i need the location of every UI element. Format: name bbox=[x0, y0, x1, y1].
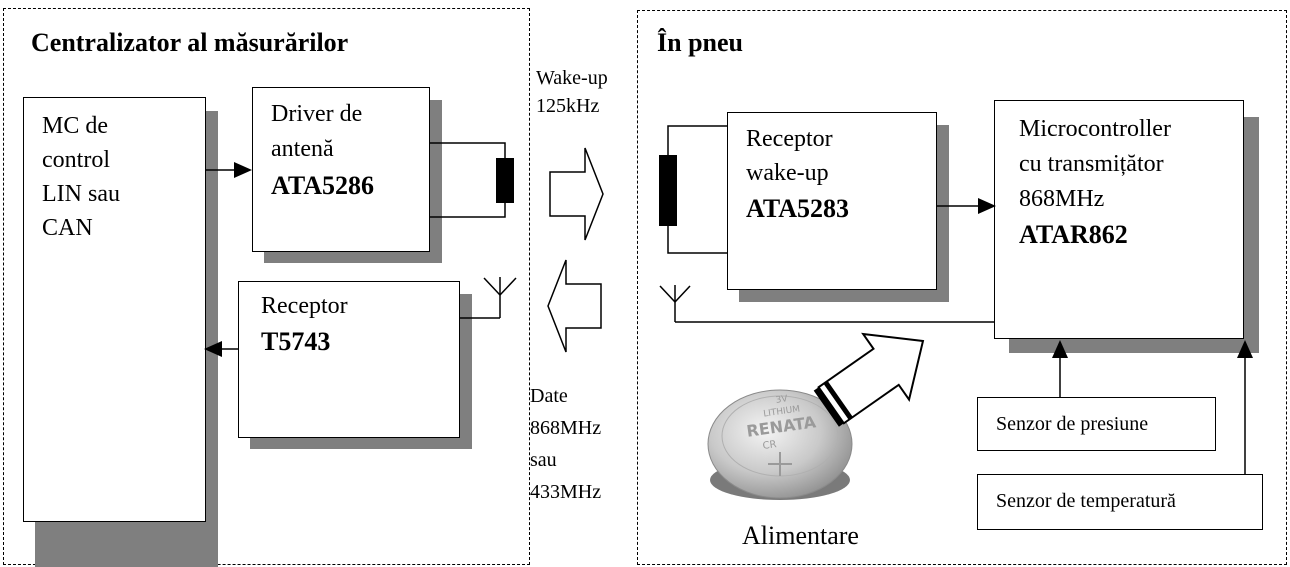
pressure-sensor-arrow bbox=[1052, 340, 1068, 397]
temperature-sensor-box: Senzor de temperatură bbox=[977, 474, 1263, 530]
mc-to-driver-arrow bbox=[206, 162, 252, 178]
mc-box-line4: CAN bbox=[42, 215, 93, 241]
right-region bbox=[637, 10, 1287, 565]
receptor-wakeup-box: Receptor wake-up ATA5283 bbox=[727, 112, 937, 290]
receptor-left-box-part: T5743 bbox=[261, 327, 331, 356]
receptor-to-mc-arrow bbox=[204, 341, 238, 357]
mc-box-line3: LIN sau bbox=[42, 181, 120, 207]
receptor-wakeup-box-line1: Receptor bbox=[746, 126, 833, 152]
left-region bbox=[3, 8, 530, 565]
wakeup-transmit-arrow bbox=[549, 147, 604, 241]
right-region-title: În pneu bbox=[657, 28, 743, 57]
driver-box-part: ATA5286 bbox=[271, 171, 375, 200]
data-label: Date 868MHz sau 433MHz bbox=[530, 380, 601, 508]
temperature-sensor-arrow bbox=[1237, 340, 1253, 474]
receptor-left-box-line1: Receptor bbox=[261, 293, 348, 319]
battery-caption: Alimentare bbox=[742, 521, 859, 550]
wakeup-label-line1: Wake-up bbox=[536, 67, 608, 89]
data-receive-arrow bbox=[547, 259, 602, 353]
driver-coil-wires bbox=[430, 142, 506, 218]
battery-icon: 3V LITHIUM RENATA CR bbox=[707, 389, 853, 500]
data-label-line3: sau bbox=[530, 449, 557, 471]
temperature-sensor-label: Senzor de temperatură bbox=[996, 490, 1176, 512]
receptor-left-box: Receptor T5743 bbox=[238, 281, 460, 438]
rx-coil-wires bbox=[667, 125, 727, 254]
microcontroller-box-line1: Microcontroller bbox=[1019, 116, 1171, 142]
receptor-wakeup-box-line2: wake-up bbox=[746, 160, 829, 186]
right-antenna-icon bbox=[659, 285, 691, 322]
receptor-to-microcontroller-arrow bbox=[937, 198, 996, 214]
pressure-sensor-label: Senzor de presiune bbox=[996, 413, 1149, 435]
data-label-line2: 868MHz bbox=[530, 417, 602, 439]
microcontroller-box: Microcontroller cu transmițător 868MHz A… bbox=[994, 100, 1244, 339]
driver-box: Driver de antenă ATA5286 bbox=[252, 87, 430, 252]
microcontroller-box-part: ATAR862 bbox=[1019, 220, 1128, 249]
wakeup-label: Wake-up 125kHz bbox=[536, 64, 608, 120]
left-region-title: Centralizator al măsurărilor bbox=[31, 28, 349, 57]
mc-box-line1: MC de bbox=[42, 113, 108, 139]
mc-box-line2: control bbox=[42, 147, 110, 173]
battery-print-1: 3V bbox=[775, 394, 789, 406]
receptor-wakeup-box-part: ATA5283 bbox=[746, 194, 850, 223]
pressure-sensor-box: Senzor de presiune bbox=[977, 397, 1216, 451]
tx-coil-icon bbox=[496, 158, 514, 203]
microcontroller-box-line2: cu transmițător bbox=[1019, 151, 1164, 177]
wakeup-label-line2: 125kHz bbox=[536, 95, 600, 117]
rx-coil-icon bbox=[659, 155, 677, 226]
battery-print-4: CR bbox=[762, 439, 777, 452]
data-label-line1: Date bbox=[530, 385, 568, 407]
mc-box: MC de control LIN sau CAN bbox=[23, 97, 206, 522]
power-supply-arrow bbox=[813, 332, 925, 427]
driver-box-line1: Driver de bbox=[271, 101, 363, 127]
left-antenna-icon bbox=[483, 277, 517, 318]
data-label-line4: 433MHz bbox=[530, 481, 602, 503]
driver-box-line2: antenă bbox=[271, 136, 334, 162]
microcontroller-box-line3: 868MHz bbox=[1019, 186, 1105, 212]
